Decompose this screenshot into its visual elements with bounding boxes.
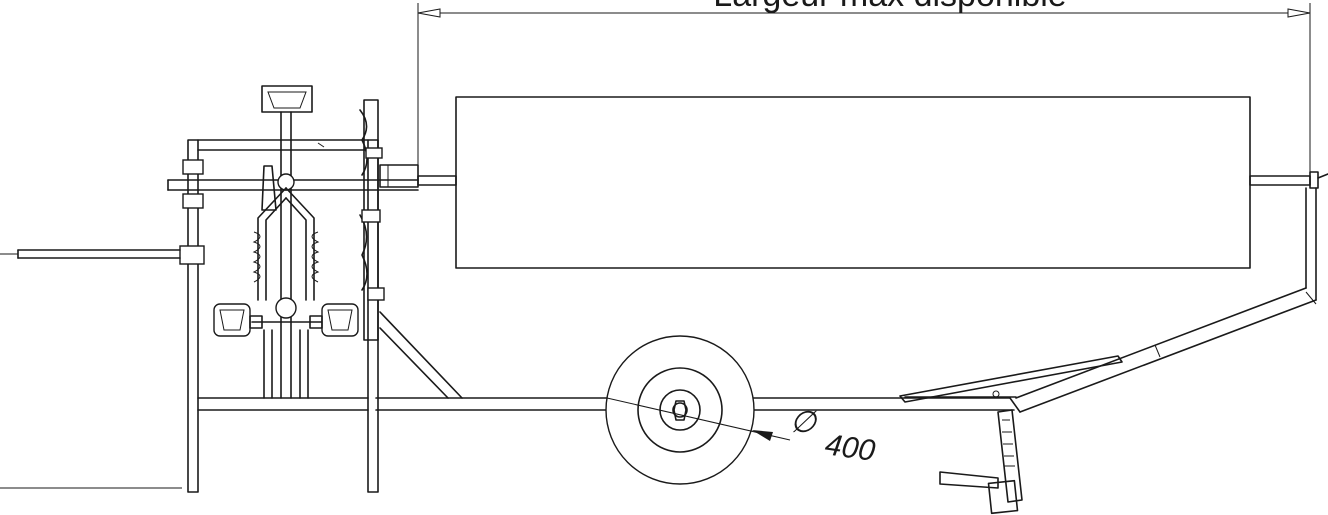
strut-lower [379,327,449,399]
frame-upright-left [187,139,199,493]
diameter-symbol: ∅ [790,406,818,439]
chassis-end [1009,397,1021,413]
pedal-mechanism [213,85,359,399]
strut-upper [379,311,463,399]
axle-sprocket [261,165,277,211]
main-chassis [375,311,1021,413]
wheel: ∅ 400 [605,335,877,485]
chain-upper [359,109,368,176]
spring-right [311,231,320,283]
arrow-left-icon [417,8,441,18]
pedal-left-tread [219,309,245,331]
arrow-right-icon [1287,8,1311,18]
chassis-pin [992,390,1000,398]
chain-lower [359,214,368,291]
fork-right-inner [285,197,307,301]
pedal-axle-right [309,315,323,329]
stand-leg [997,409,1023,503]
drive-bracket-2 [361,209,381,223]
drive-bracket-3 [367,287,385,301]
stand [939,409,1023,515]
pedal-right-tread [327,309,353,331]
fork-left-outer [257,187,287,301]
clamp-side-arm [179,245,205,265]
stand-spring [1002,419,1015,467]
arm-diagonal-lower [1019,299,1317,413]
drive-bracket-1 [365,147,383,159]
pedal-left [213,303,251,337]
roll-shaft-end-cap [1309,171,1319,189]
arm-diagonal-upper [1015,287,1307,399]
roll-shaft-right [1249,175,1311,186]
spring-left [252,231,261,283]
crank-hub [275,297,297,319]
frame-mark [317,142,325,148]
axle-hub [277,173,295,191]
right-support-arm [899,187,1317,413]
wheel-rim [637,367,723,453]
dimension-text-mask [680,0,1100,12]
roll-body [455,96,1251,269]
arm-brace [899,355,1123,403]
pedal-axle-left [249,315,263,329]
clamp-upper [182,159,204,175]
width-dimension: Largeur max disponible [417,0,1311,180]
frame-upright-right [367,139,379,493]
diameter-arrow-icon [752,430,773,441]
fork-left-inner [265,197,287,301]
stand-foot [987,479,1019,515]
pedal-right [321,303,359,337]
arm-joint [1305,291,1317,305]
clamp-lower [182,193,204,209]
roll [417,96,1328,269]
stand-handle [939,471,999,489]
wheel-tyre [605,335,755,485]
wheel-axle [672,402,688,418]
arm-seam [1154,344,1161,358]
seat-inner [267,91,307,109]
fork-right-outer [285,187,315,301]
drive-column [359,99,419,341]
diameter-value: 400 [823,428,877,468]
seat [261,85,313,113]
bearing-block [379,164,419,188]
roll-shaft-left [417,175,457,186]
dimension-label: Largeur max disponible [713,0,1066,14]
roll-shaft-tip [1317,173,1328,179]
wheel-nut [673,400,687,421]
